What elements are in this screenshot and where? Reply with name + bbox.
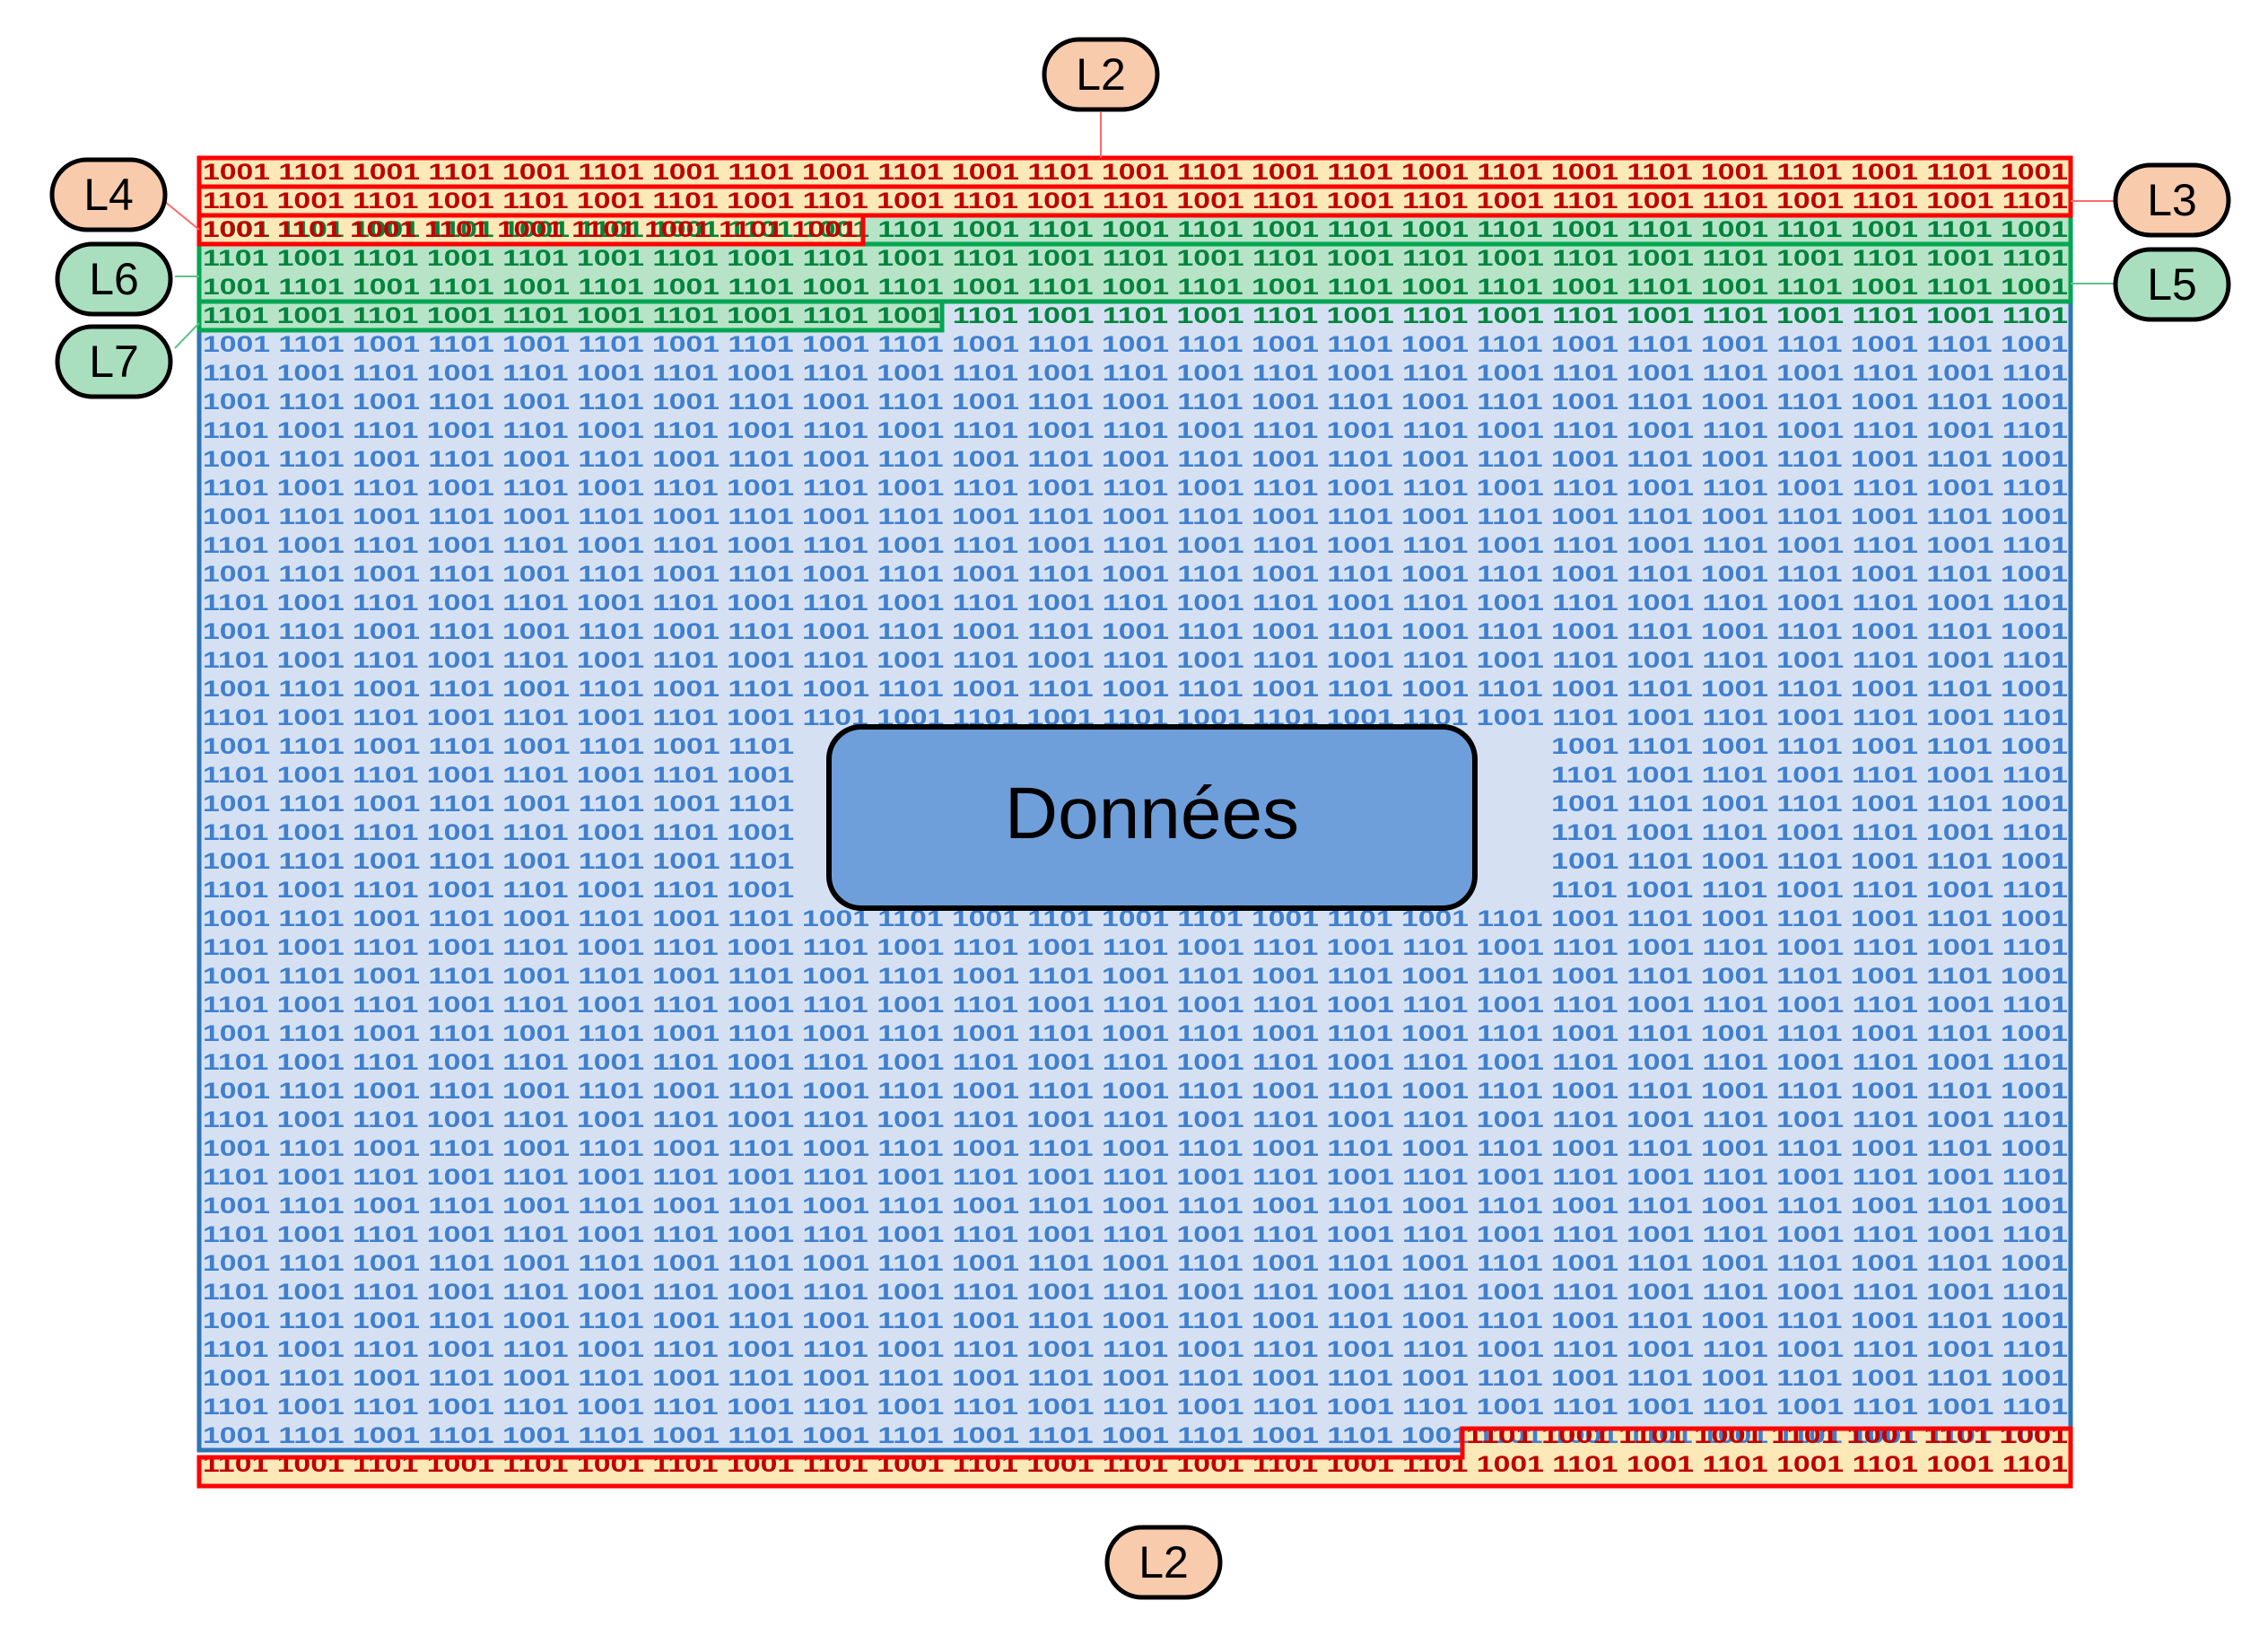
bit-row: 1101 1001 1101 1001 1101 1001 1101 1001 … (203, 476, 2068, 501)
bit-row: 1101 1001 1101 1001 1101 1001 1101 1001 … (203, 188, 2068, 214)
trailer-bottom-region (199, 1457, 2071, 1486)
l7-connector (174, 322, 200, 349)
bit-row: 1001 1101 1001 1101 1001 1101 1001 1101 … (203, 562, 2068, 587)
bit-row-right: 1101 1001 1101 1001 1101 1001 1101 (1551, 878, 2068, 903)
bit-row: 1101 1001 1101 1001 1101 1001 1101 1001 … (203, 648, 2068, 673)
bit-row: 1101 1001 1101 1001 1101 1001 1101 1001 … (203, 935, 2068, 960)
bit-row: 1101 1001 1101 1001 1101 1001 1101 1001 … (203, 418, 2068, 443)
l4-header-border (196, 213, 866, 247)
bit-row: 1001 1101 1001 1101 1001 1101 1001 1101 … (203, 275, 2068, 300)
bit-row-left: 1101 1001 1101 1001 1101 1001 1101 1001 (203, 763, 794, 788)
bit-row: 1101 1001 1101 1001 1101 1001 1101 1001 … (203, 1165, 2068, 1190)
bit-row: 1001 1101 1001 1101 1001 1101 1001 1101 … (203, 332, 2068, 357)
bit-row: 1001 1101 1001 1101 1001 1101 1001 1101 … (203, 160, 2068, 185)
bit-row: 1101 1001 1101 1001 1101 1001 1101 1001 … (203, 1222, 2068, 1247)
bit-row-right: 1001 1101 1001 1101 1001 1101 1001 (1551, 734, 2068, 759)
l3-header-border (196, 184, 2073, 218)
bit-row: 1101 1001 1101 1001 1101 1001 1101 1001 … (203, 1107, 2068, 1132)
data-box (826, 724, 1478, 911)
l2-trailer-border (196, 1426, 2073, 1489)
bit-row-right: 1101 1001 1101 1001 1101 1001 1101 (1551, 763, 2068, 788)
l7-region (199, 302, 942, 330)
callout-l4: L4 (49, 157, 168, 232)
bit-row: 1001 1101 1001 1101 1001 1101 1001 1101 … (203, 677, 2068, 702)
bit-row: 1101 1001 1101 1001 1101 1001 1101 1001 … (203, 303, 2068, 328)
bit-row: 1001 1101 1001 1101 1001 1101 1001 1101 … (203, 1194, 2068, 1219)
l5-region (199, 244, 2071, 302)
callout-l2-bottom: L2 (1104, 1525, 1223, 1600)
callout-l2-top: L2 (1042, 37, 1160, 112)
callout-l6-label: L6 (89, 254, 139, 304)
bit-row: 1101 1001 1101 1001 1101 1001 1101 1001 … (203, 1280, 2068, 1305)
l4-region (199, 215, 863, 244)
bit-row-l4: 1001 1101 1001 1101 1001 1101 1001 1101 … (203, 217, 858, 242)
bit-row: 1001 1101 1001 1101 1001 1101 1001 1101 … (203, 447, 2068, 472)
bit-row: 1001 1101 1001 1101 1001 1101 1001 1101 … (203, 389, 2068, 415)
bit-row: 1101 1001 1101 1001 1101 1001 1101 1001 … (203, 1337, 2068, 1362)
bit-row: 1101 1001 1101 1001 1101 1001 1101 1001 … (203, 993, 2068, 1018)
bit-row-left: 1101 1001 1101 1001 1101 1001 1101 1001 (203, 878, 794, 903)
bit-row-left: 1101 1001 1101 1001 1101 1001 1101 1001 (203, 820, 794, 845)
bit-row: 1001 1101 1001 1101 1001 1101 1001 1101 … (203, 217, 2068, 242)
bit-row-left: 1001 1101 1001 1101 1001 1101 1001 1101 (203, 849, 794, 874)
trailer-region (1462, 1429, 2071, 1457)
bit-row: 1001 1101 1001 1101 1001 1101 1001 1101 … (203, 504, 2068, 529)
bit-row: 1101 1001 1101 1001 1101 1001 1101 1001 … (203, 361, 2068, 386)
callout-l3: L3 (2113, 162, 2231, 238)
bit-row: 1001 1101 1001 1101 1001 1101 1001 1101 … (203, 1136, 2068, 1161)
bit-row: 1101 1001 1101 1001 1101 1001 1101 1001 … (203, 533, 2068, 558)
bit-row-left: 1001 1101 1001 1101 1001 1101 1001 1101 (203, 791, 794, 817)
l6-region (863, 215, 2071, 244)
bit-row: 1101 1001 1101 1001 1101 1001 1101 1001 … (203, 590, 2068, 616)
callout-l6: L6 (55, 241, 173, 317)
bit-row: 1001 1101 1001 1101 1001 1101 1001 1101 … (203, 1308, 2068, 1334)
data-box-label: Données (1005, 773, 1299, 854)
callout-l5: L5 (2113, 247, 2231, 322)
bit-row: 1101 1001 1101 1001 1101 1001 1101 1001 … (203, 246, 2068, 271)
bit-row-right: 1101 1001 1101 1001 1101 1001 1101 (1551, 820, 2068, 845)
bit-row: 1101 1001 1101 1001 1101 1001 1101 1001 … (203, 1395, 2068, 1420)
bit-row: 1001 1101 1001 1101 1001 1101 1001 1101 … (203, 1079, 2068, 1104)
callout-l7-label: L7 (89, 337, 139, 387)
bit-row: 1001 1101 1001 1101 1001 1101 1001 1101 … (203, 1251, 2068, 1276)
bit-row-right: 1001 1101 1001 1101 1001 1101 1001 (1551, 849, 2068, 874)
bit-row: 1101 1001 1101 1001 1101 1001 1101 1001 … (203, 1050, 2068, 1075)
bit-rows: 1001 1101 1001 1101 1001 1101 1001 1101 … (203, 160, 2068, 1477)
callout-l2-top-label: L2 (1076, 49, 1126, 100)
callout-l2-bottom-label: L2 (1138, 1537, 1189, 1587)
callout-l3-label: L3 (2147, 175, 2197, 225)
callout-l4-label: L4 (83, 170, 134, 220)
bit-row-right: 1001 1101 1001 1101 1001 1101 1001 (1551, 791, 2068, 817)
bit-row: 1001 1101 1001 1101 1001 1101 1001 1101 … (203, 1021, 2068, 1046)
bit-row: 1001 1101 1001 1101 1001 1101 1001 1101 … (203, 964, 2068, 989)
bit-row: 1001 1101 1001 1101 1001 1101 1001 1101 … (203, 619, 2068, 644)
bit-row: 1001 1101 1001 1101 1001 1101 1001 1101 … (203, 1366, 2068, 1391)
callout-l5-label: L5 (2147, 259, 2197, 310)
callout-l7: L7 (55, 324, 173, 399)
bit-row-left: 1001 1101 1001 1101 1001 1101 1001 1101 (203, 734, 794, 759)
